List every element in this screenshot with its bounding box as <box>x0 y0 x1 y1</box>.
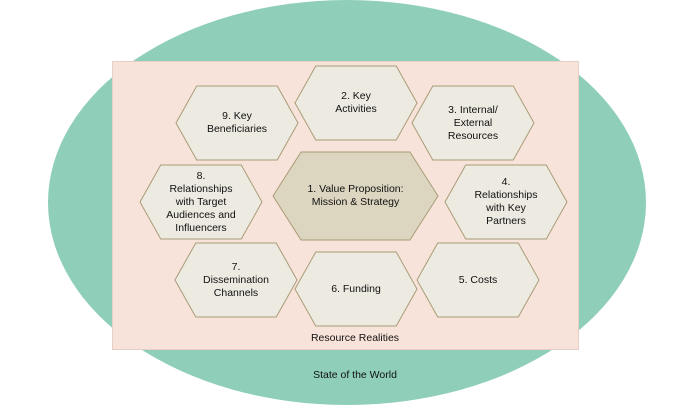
hexagon-label-dissemination: 7. Dissemination Channels <box>203 260 269 299</box>
hexagon-key-partners <box>444 164 568 240</box>
hexagon-label-key-partners: 4. Relationships with Key Partners <box>474 176 538 227</box>
hexagon-funding <box>294 251 418 327</box>
resource-realities-label: Resource Realities <box>310 332 400 344</box>
hexagon-label-key-beneficiaries: 9. Key Beneficiaries <box>206 110 268 135</box>
hexagon-key-beneficiaries <box>175 85 299 161</box>
hexagon-label-costs: 5. Costs <box>458 273 498 286</box>
hexagon-value-proposition <box>272 151 439 241</box>
hexagon-resources <box>411 85 535 161</box>
hexagon-target-audiences <box>139 164 263 240</box>
hexagon-label-value-proposition: 1. Value Proposition: Mission & Strategy <box>307 183 404 208</box>
hexagon-key-activities <box>294 65 418 141</box>
state-of-the-world-label: State of the World <box>313 369 397 381</box>
hexagon-costs <box>416 242 540 318</box>
hexagon-label-resources: 3. Internal/ External Resources <box>447 103 499 142</box>
hexagon-label-funding: 6. Funding <box>331 282 381 295</box>
hexagon-label-key-activities: 2. Key Activities <box>335 90 377 115</box>
hexagon-dissemination <box>174 242 298 318</box>
hexagon-label-target-audiences: 8. Relationships with Target Audiences a… <box>166 169 236 234</box>
